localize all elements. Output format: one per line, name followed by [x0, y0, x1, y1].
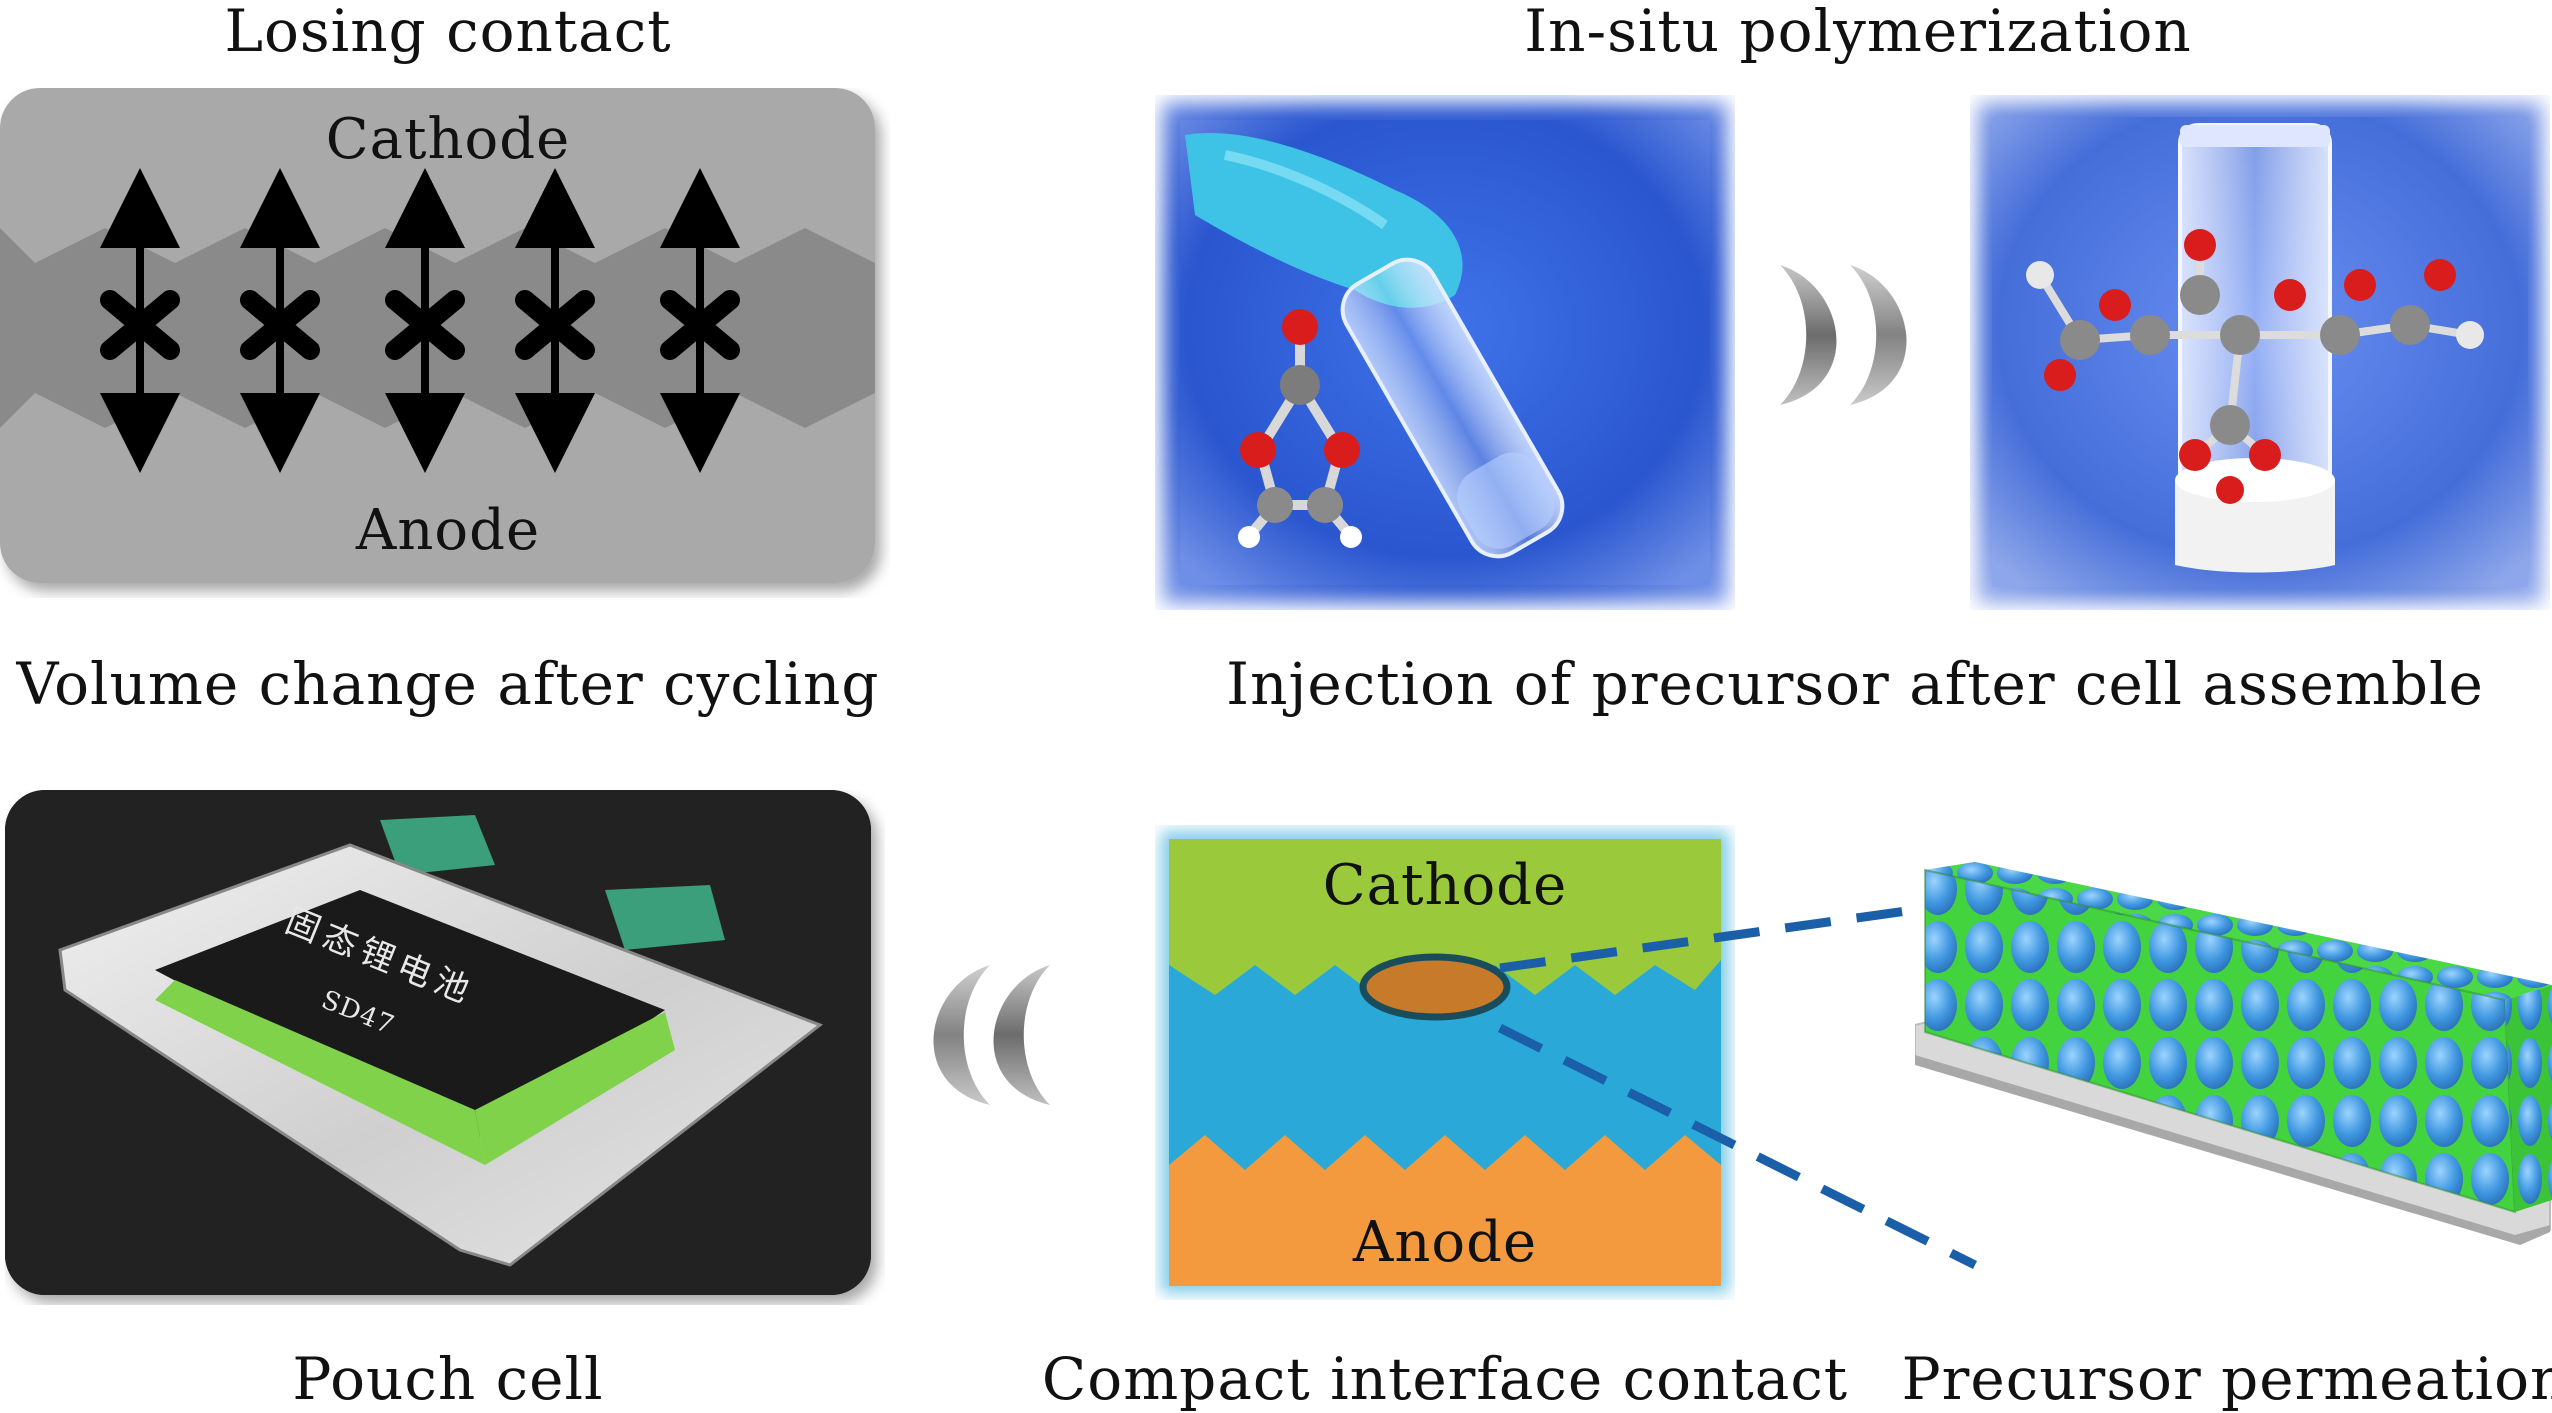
molecule-icon: [1238, 309, 1362, 548]
anode-label-a: Anode: [355, 498, 541, 563]
molecule-icon: [2026, 229, 2484, 504]
in-situ-title: In-situ polymerization: [1524, 0, 2192, 65]
precursor-permeation-block: [1915, 862, 2552, 1245]
anode-label-e: Anode: [1352, 1210, 1538, 1275]
arrow-chevron-right-icon: [1780, 265, 1907, 405]
losing-contact-diagram: [0, 88, 875, 583]
compact-interface-diagram: [1161, 831, 1729, 1293]
arrow-chevron-left-icon: [933, 965, 1050, 1105]
compact-interface-caption: Compact interface contact: [1041, 1345, 1849, 1413]
pouch-cell-photo: [5, 790, 871, 1295]
injection-photo: [1163, 103, 1727, 603]
losing-contact-title: Losing contact: [224, 0, 672, 65]
zoom-connector-lines: [1497, 895, 1986, 1270]
pouch-cell-caption: Pouch cell: [292, 1345, 604, 1413]
volume-change-caption: Volume change after cycling: [16, 650, 880, 718]
precursor-permeation-caption: Precursor permeation: [1901, 1345, 2552, 1413]
cathode-label-e: Cathode: [1322, 853, 1568, 918]
injection-caption: Injection of precursor after cell assemb…: [1226, 650, 2484, 718]
cathode-label-a: Cathode: [325, 107, 571, 172]
polymer-vial-photo: [1978, 103, 2542, 603]
